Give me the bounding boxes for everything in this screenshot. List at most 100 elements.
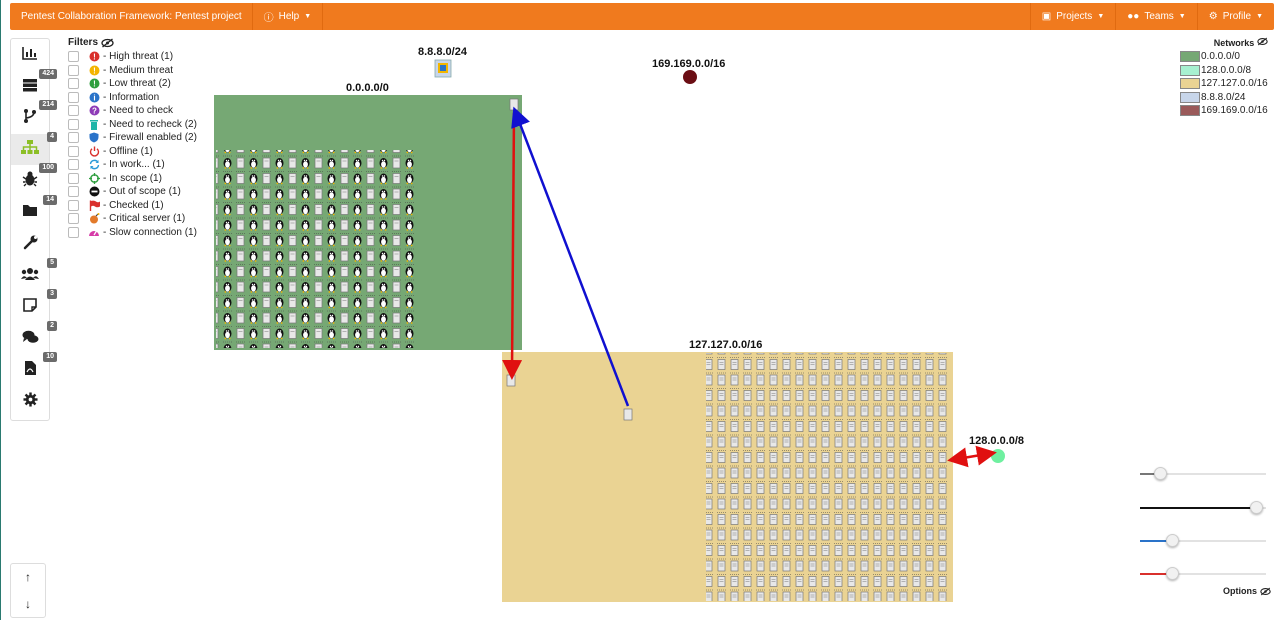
network-label-127: 127.127.0.0/16 — [689, 339, 763, 351]
filter-checkbox[interactable] — [68, 64, 79, 76]
setting-slider[interactable] — [1140, 501, 1266, 514]
shield-icon — [88, 132, 100, 144]
arrow-down-icon[interactable]: ↓ — [25, 596, 31, 611]
network-169-169-0-0-node[interactable] — [683, 70, 697, 84]
slider-handle[interactable] — [1154, 467, 1168, 480]
help-menu[interactable]: ⓘ Help ▼ — [253, 3, 324, 30]
filter-checkbox[interactable] — [68, 159, 79, 171]
host-icons-grid[interactable] — [706, 353, 951, 601]
setting-slider[interactable] — [1140, 534, 1266, 547]
filter-checkbox[interactable] — [68, 51, 79, 63]
sync-icon — [88, 159, 100, 171]
report-icon — [24, 360, 37, 379]
help-icon: ⓘ — [263, 13, 274, 24]
gears-icon: ⚙ — [1208, 11, 1218, 22]
filter-checkbox[interactable] — [68, 132, 79, 144]
sidebar-item-hosts[interactable]: 424 — [11, 68, 57, 103]
filter-checkbox[interactable] — [68, 213, 79, 225]
host-icons-grid[interactable] — [216, 150, 416, 348]
filter-label: - Out of scope (1) — [103, 186, 181, 198]
network-box[interactable] — [214, 95, 522, 350]
sidebar-item-network-map[interactable]: 4 — [11, 131, 57, 165]
setting-slider[interactable] — [1140, 467, 1266, 480]
legend-label: 128.0.0.0/8 — [1201, 64, 1252, 76]
slider-handle[interactable] — [1249, 501, 1263, 514]
teams-menu[interactable]: ●● Teams ▼ — [1115, 3, 1196, 30]
sidebar-item-report[interactable]: 10 — [11, 352, 57, 386]
arrow-up-icon[interactable]: ↑ — [25, 570, 31, 585]
legend-swatch — [1180, 105, 1200, 117]
slider-fill — [1140, 573, 1172, 575]
filter-checkbox[interactable] — [68, 78, 79, 90]
network-box[interactable] — [434, 59, 452, 78]
profile-label: Profile — [1222, 11, 1252, 22]
projects-label: Projects — [1056, 11, 1093, 22]
legend-label: 127.127.0.0/16 — [1201, 78, 1268, 90]
network-128-0-0-0-node[interactable] — [991, 449, 1005, 463]
network-box[interactable] — [502, 352, 953, 602]
sidebar-item-note[interactable]: 3 — [11, 289, 57, 323]
filter-checkbox[interactable] — [68, 172, 79, 184]
red-link-arrow[interactable] — [947, 445, 997, 468]
filter-label: - Offline (1) — [103, 145, 153, 157]
eye-slash-icon — [1260, 587, 1271, 595]
slider-handle[interactable] — [1165, 567, 1179, 580]
legend-item[interactable]: 169.169.0.0/16 — [1180, 104, 1268, 118]
networks-legend: Networks 0.0.0.0/0 128.0.0.0/8 127.127.0… — [1180, 37, 1268, 118]
filter-row: - Out of scope (1) — [68, 185, 197, 199]
filter-checkbox[interactable] — [68, 186, 79, 198]
server-icon[interactable] — [623, 408, 633, 421]
chevron-down-icon: ▼ — [1097, 13, 1105, 20]
sidebar-item-wrench[interactable] — [11, 228, 49, 260]
sidebar-item-users[interactable]: 5 — [11, 257, 57, 292]
flag-icon — [88, 199, 100, 211]
count-badge: 4 — [47, 131, 57, 142]
bug-icon — [22, 171, 38, 190]
server-icon[interactable] — [509, 98, 519, 111]
svg-text:?: ? — [92, 107, 97, 116]
sidebar-item-folder[interactable]: 14 — [11, 194, 57, 229]
count-badge: 14 — [43, 194, 57, 205]
legend-item[interactable]: 8.8.8.0/24 — [1180, 91, 1268, 105]
chevron-down-icon: ▼ — [1178, 13, 1186, 20]
blue-link-arrow[interactable] — [511, 106, 630, 407]
sidebar-item-chart[interactable] — [11, 39, 49, 71]
legend-item[interactable]: 0.0.0.0/0 — [1180, 50, 1268, 64]
svg-text:!: ! — [93, 53, 96, 62]
slider-fill — [1140, 473, 1161, 475]
slider-handle[interactable] — [1165, 534, 1179, 547]
red-link-arrow[interactable] — [502, 112, 523, 380]
sidebar-item-branch[interactable]: 214 — [11, 100, 57, 134]
filter-checkbox[interactable] — [68, 199, 79, 211]
filter-checkbox[interactable] — [68, 118, 79, 130]
svg-text:!: ! — [93, 80, 96, 89]
filter-checkbox[interactable] — [68, 105, 79, 117]
filter-checkbox[interactable] — [68, 145, 79, 157]
filter-checkbox[interactable] — [68, 91, 79, 103]
count-badge: 214 — [39, 100, 57, 110]
filter-checkbox[interactable] — [68, 226, 79, 238]
legend-item[interactable]: 127.127.0.0/16 — [1180, 77, 1268, 91]
projects-menu[interactable]: ▣ Projects ▼ — [1029, 3, 1116, 30]
server-icon[interactable] — [506, 374, 516, 387]
options-toggle[interactable]: Options — [1223, 586, 1271, 596]
filters-header[interactable]: Filters — [68, 37, 197, 48]
filter-row: - Checked (1) — [68, 199, 197, 213]
filter-label: - Need to recheck (2) — [103, 118, 197, 130]
network-0-0-0-0[interactable] — [214, 95, 522, 350]
networks-legend-header[interactable]: Networks — [1180, 37, 1268, 48]
slider-fill — [1140, 507, 1256, 509]
sidebar-item-bug[interactable]: 100 — [11, 163, 57, 197]
network-127-127-0-0[interactable] — [502, 352, 953, 602]
app-title[interactable]: Pentest Collaboration Framework: Pentest… — [10, 3, 253, 30]
minus-circle-icon — [88, 186, 100, 198]
medium-threat-icon: ! — [88, 64, 100, 76]
users-icon — [21, 267, 39, 283]
setting-slider[interactable] — [1140, 567, 1266, 580]
profile-menu[interactable]: ⚙ Profile ▼ — [1196, 3, 1274, 30]
sidebar-item-chat[interactable]: 2 — [11, 320, 57, 355]
network-8-8-8-0[interactable] — [434, 59, 452, 78]
sidebar-item-gear[interactable] — [11, 386, 49, 418]
legend-item[interactable]: 128.0.0.0/8 — [1180, 64, 1268, 78]
count-badge: 424 — [39, 68, 57, 79]
